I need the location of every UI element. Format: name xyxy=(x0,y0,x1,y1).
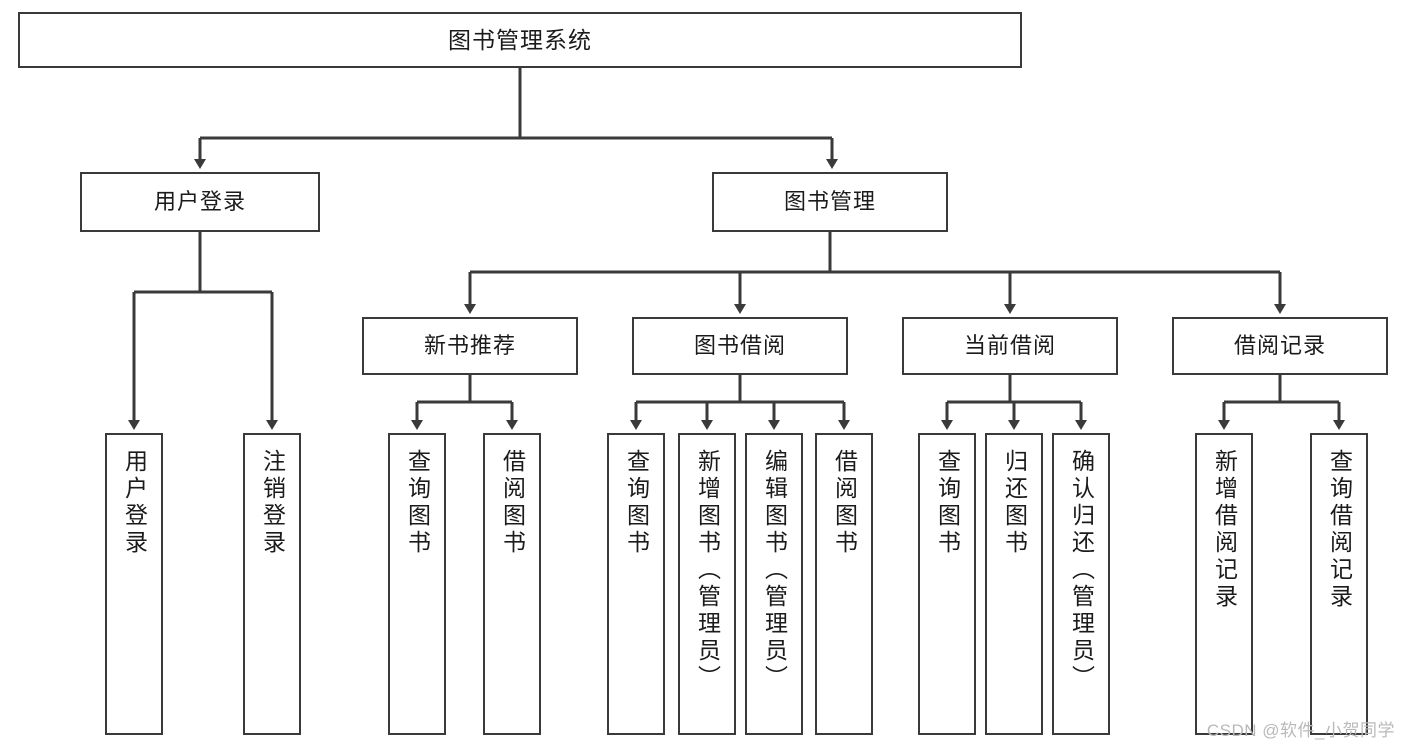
node-l-cu-query[interactable]: 查询图书 xyxy=(918,433,976,735)
node-label: 用户登录 xyxy=(153,188,246,214)
node-label: 新增图书（管理员） xyxy=(694,449,721,692)
node-root[interactable]: 图书管理系统 xyxy=(18,12,1022,68)
node-n-user-login[interactable]: 用户登录 xyxy=(80,172,320,232)
node-label: 当前借阅 xyxy=(963,332,1056,358)
node-label: 图书借阅 xyxy=(693,332,786,358)
node-l-cu-confirm[interactable]: 确认归还（管理员） xyxy=(1052,433,1110,735)
node-label: 借阅图书 xyxy=(499,449,526,557)
node-l-bw-add[interactable]: 新增图书（管理员） xyxy=(678,433,736,735)
node-l-rc-add[interactable]: 新增借阅记录 xyxy=(1195,433,1253,735)
node-l-user-logout[interactable]: 注销登录 xyxy=(243,433,301,735)
node-label: 确认归还（管理员） xyxy=(1068,449,1095,692)
node-label: 借阅图书 xyxy=(831,449,858,557)
node-label: 查询图书 xyxy=(404,449,431,557)
node-label: 图书管理系统 xyxy=(448,26,592,53)
node-label: 查询图书 xyxy=(623,449,650,557)
node-l-user-login[interactable]: 用户登录 xyxy=(105,433,163,735)
node-l-nb-query[interactable]: 查询图书 xyxy=(388,433,446,735)
node-n-record[interactable]: 借阅记录 xyxy=(1172,317,1388,375)
node-n-borrow[interactable]: 图书借阅 xyxy=(632,317,848,375)
node-l-bw-query[interactable]: 查询图书 xyxy=(607,433,665,735)
node-l-bw-edit[interactable]: 编辑图书（管理员） xyxy=(745,433,803,735)
node-label: 归还图书 xyxy=(1001,449,1028,557)
node-l-bw-borrow[interactable]: 借阅图书 xyxy=(815,433,873,735)
node-label: 注销登录 xyxy=(259,449,286,557)
node-label: 借阅记录 xyxy=(1233,332,1326,358)
node-label: 编辑图书（管理员） xyxy=(761,449,788,692)
node-label: 图书管理 xyxy=(783,188,876,214)
node-label: 用户登录 xyxy=(121,449,148,557)
node-n-current[interactable]: 当前借阅 xyxy=(902,317,1118,375)
node-label: 查询借阅记录 xyxy=(1326,449,1353,611)
node-n-new-book[interactable]: 新书推荐 xyxy=(362,317,578,375)
csdn-watermark: CSDN @软件_小贺同学 xyxy=(1206,721,1395,740)
node-label: 新增借阅记录 xyxy=(1211,449,1238,611)
node-l-cu-return[interactable]: 归还图书 xyxy=(985,433,1043,735)
node-label: 新书推荐 xyxy=(423,332,516,358)
node-n-book-manage[interactable]: 图书管理 xyxy=(712,172,948,232)
node-label: 查询图书 xyxy=(934,449,961,557)
node-l-nb-borrow[interactable]: 借阅图书 xyxy=(483,433,541,735)
node-l-rc-query[interactable]: 查询借阅记录 xyxy=(1310,433,1368,735)
